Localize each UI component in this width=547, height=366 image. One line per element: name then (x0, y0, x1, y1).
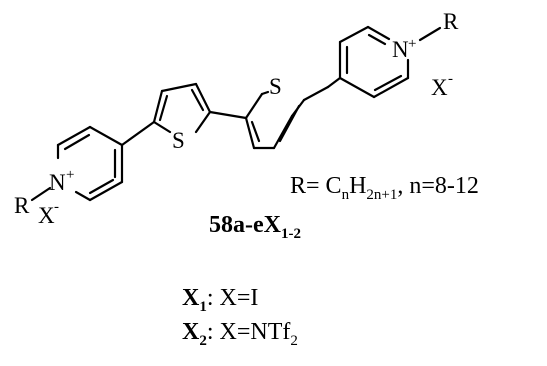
bond-link (326, 76, 342, 89)
counterion-symbol: X (182, 285, 200, 311)
bond (74, 190, 92, 202)
r-group-definition: R= CnH2n+1, n=8-12 (290, 173, 479, 203)
bond (152, 89, 164, 124)
atom-n-right: N (392, 37, 409, 62)
bond-inner (88, 178, 115, 195)
atom-r-right: R (443, 9, 459, 34)
charge-minus-right: - (448, 71, 453, 87)
n-range: , n=8-12 (397, 173, 479, 199)
atom-s-right: S (269, 74, 282, 99)
bond (272, 114, 294, 150)
charge-plus-right: + (408, 36, 416, 52)
bond (244, 116, 256, 150)
bond-n-r (418, 26, 442, 42)
bond-inner (190, 88, 205, 112)
counterion-definition-1: X1: X=I (182, 285, 259, 315)
bond (194, 110, 212, 134)
compound-label: 58a-eX1-2 (209, 212, 301, 242)
counterion-symbol: X (182, 319, 200, 345)
subscript-n: n (341, 187, 350, 203)
counterion-x-left: X (38, 203, 55, 228)
charge-minus-left: - (54, 199, 59, 215)
bond (160, 82, 198, 93)
hydrogen-symbol: H (349, 173, 367, 199)
compound-label-sub: 1-2 (280, 226, 301, 242)
bond (88, 180, 124, 202)
bond-inner (63, 133, 91, 151)
bond-link (120, 120, 156, 147)
counterion-index: 2 (199, 333, 207, 349)
bond-inner (367, 33, 387, 46)
right-pyridinium-ring (326, 25, 442, 99)
bond (152, 120, 172, 134)
bond (338, 25, 370, 44)
counterion-definition-2: X2: X=NTf2 (182, 319, 298, 349)
bond-inner (250, 120, 261, 143)
bond (88, 125, 124, 147)
atom-s-left: S (172, 128, 185, 153)
left-thiophene-ring (152, 82, 212, 134)
bond (366, 25, 391, 41)
bond-thiophene-link (208, 110, 248, 120)
right-thiophene-ring (244, 85, 330, 150)
bond (194, 82, 212, 114)
counterion-index: 1 (199, 299, 207, 315)
counterion-x-right: X (431, 75, 448, 100)
bond-inner (158, 94, 169, 122)
counterion-def: : X=NTf (206, 319, 291, 345)
bond (372, 76, 410, 99)
atom-n-left: N (49, 170, 66, 195)
subscript-2n-plus-1: 2n+1 (366, 187, 398, 203)
bond (338, 76, 376, 99)
bond-inner (278, 104, 301, 143)
charge-plus-left: + (66, 167, 74, 183)
bond (260, 90, 270, 96)
bond-inner (373, 74, 403, 92)
compound-label-main: 58a-eX (209, 212, 281, 238)
r-equals-c: R= C (290, 173, 342, 199)
bond (244, 92, 264, 120)
bond (56, 125, 92, 147)
bond (302, 85, 330, 102)
atom-r-left: R (14, 193, 30, 218)
counterion-def: : X=I (206, 285, 259, 311)
left-pyridinium-ring (30, 125, 124, 202)
counterion-def-subscript: 2 (290, 333, 298, 349)
bond-n-r (30, 186, 52, 202)
